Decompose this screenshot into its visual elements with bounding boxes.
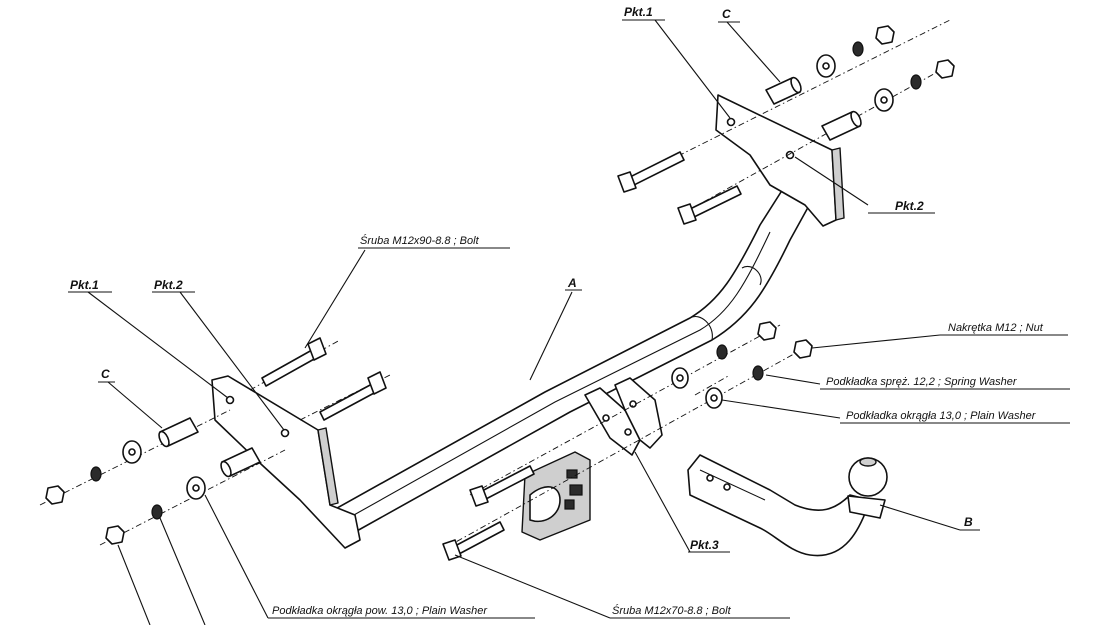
hole-pkt1-right bbox=[726, 117, 736, 127]
tow-ball bbox=[687, 454, 888, 557]
hole-pkt2-right bbox=[785, 150, 795, 160]
label-b: B bbox=[964, 515, 973, 529]
labels: Pkt.1 C Pkt.2 Śruba M12x90-8.8 ; Bolt A … bbox=[70, 5, 1044, 617]
label-bolt-m12x90: Śruba M12x90-8.8 ; Bolt bbox=[360, 234, 480, 247]
centre-hardware bbox=[442, 321, 813, 561]
label-pkt2-left: Pkt.2 bbox=[154, 278, 183, 292]
right-hardware bbox=[617, 19, 955, 225]
label-pkt1-top: Pkt.1 bbox=[624, 5, 653, 19]
hole-pkt1-left bbox=[225, 395, 235, 405]
label-spring-washer: Podkładka spręż. 12,2 ; Spring Washer bbox=[826, 376, 1018, 388]
label-a: A bbox=[567, 276, 577, 290]
label-plain-washer-pow: Podkładka okrągła pow. 13,0 ; Plain Wash… bbox=[272, 605, 488, 617]
left-hardware bbox=[39, 337, 391, 546]
label-plain-washer-13: Podkładka okrągła 13,0 ; Plain Washer bbox=[846, 410, 1037, 422]
label-underlines bbox=[68, 19, 1070, 619]
label-pkt1-left: Pkt.1 bbox=[70, 278, 99, 292]
ball-mount-brackets bbox=[584, 377, 663, 456]
label-nut-m12: Nakrętka M12 ; Nut bbox=[948, 322, 1044, 334]
label-bolt-m12x70: Śruba M12x70-8.8 ; Bolt bbox=[612, 604, 732, 617]
socket-plate bbox=[521, 451, 591, 541]
label-pkt3: Pkt.3 bbox=[690, 538, 719, 552]
label-pkt2-right: Pkt.2 bbox=[895, 199, 924, 213]
label-c-left: C bbox=[101, 367, 110, 381]
hole-pkt2-left bbox=[280, 428, 290, 438]
leader-lines bbox=[87, 19, 961, 626]
right-bracket bbox=[715, 94, 845, 227]
label-c-top: C bbox=[722, 7, 731, 21]
